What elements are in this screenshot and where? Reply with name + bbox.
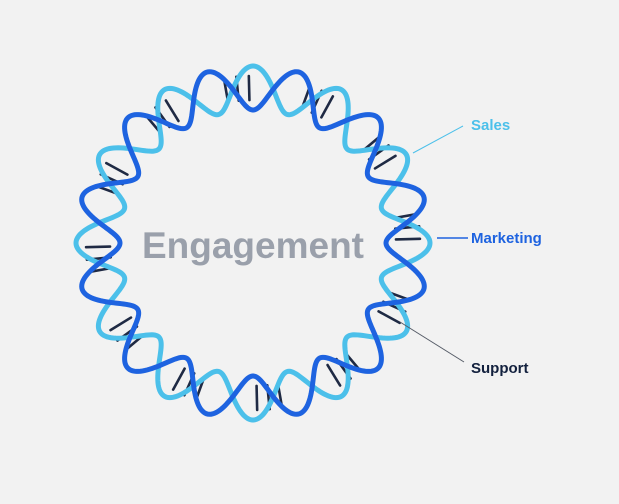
label-support: Support	[471, 360, 529, 377]
dna-rung	[326, 363, 342, 387]
dna-rung	[373, 154, 397, 170]
dna-rung	[255, 384, 259, 412]
dna-rung	[394, 237, 422, 241]
strand-light	[73, 63, 433, 423]
label-sales: Sales	[471, 117, 510, 134]
dna-rung	[377, 310, 401, 325]
label-marketing: Marketing	[471, 230, 542, 247]
dna-rung	[171, 367, 186, 391]
dna-rung	[320, 95, 335, 119]
center-title: Engagement	[142, 225, 364, 266]
dna-rung	[164, 99, 180, 123]
sales-leader-line	[412, 125, 464, 154]
support-leader-line	[399, 321, 465, 363]
dna-rung	[109, 316, 133, 332]
dna-rung	[84, 245, 112, 249]
strand-dark	[79, 69, 427, 417]
dna-rung	[105, 161, 129, 176]
dna-rung	[247, 74, 251, 102]
